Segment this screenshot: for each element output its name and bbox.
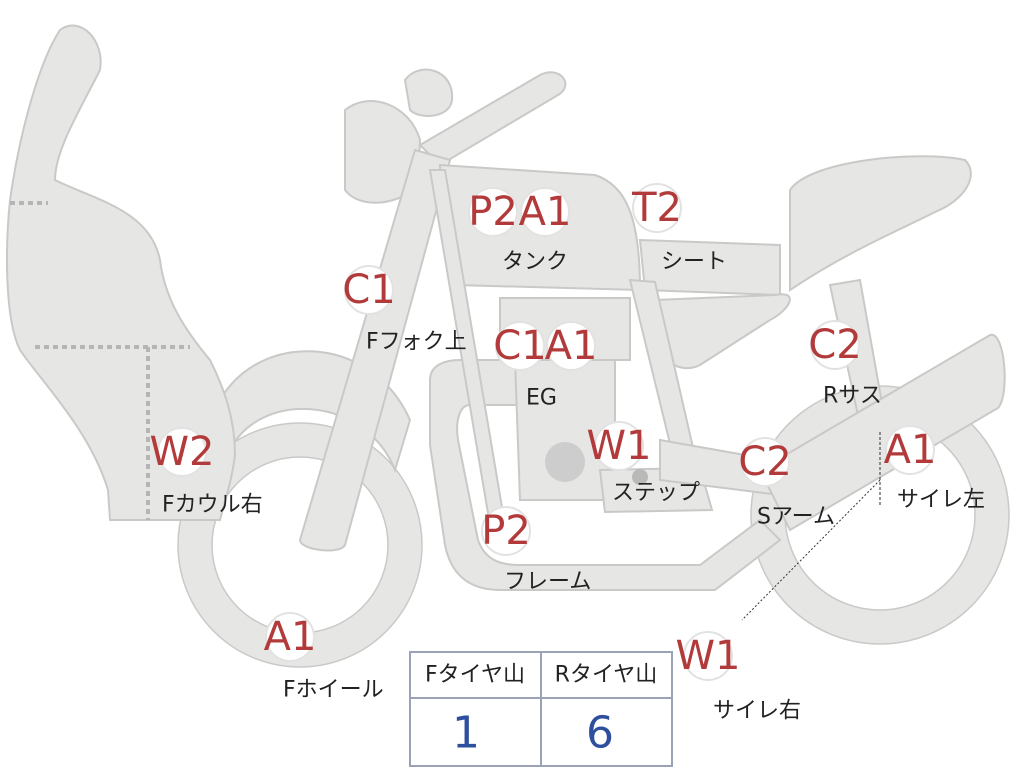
badge-code: P2 <box>481 508 531 554</box>
badge-step-w1: W1 <box>587 421 652 471</box>
label-muffler-left: サイレ左 <box>897 488 985 513</box>
badge-code: W1 <box>587 423 652 469</box>
seat-rear <box>789 155 972 292</box>
badge-code: A1 <box>545 323 598 369</box>
badge-code: C2 <box>738 439 791 485</box>
badge-code: A1 <box>884 427 937 473</box>
badge-code: W1 <box>676 633 741 679</box>
label-muffler-right: サイレ右 <box>713 699 801 724</box>
muffler <box>758 333 1006 532</box>
table-value-rear: 6 <box>586 708 614 759</box>
label-sarm: Sアーム <box>757 505 835 530</box>
badge-eg-c1: C1 <box>493 321 547 371</box>
badge-rsus-c2: C2 <box>808 320 862 370</box>
badge-code: T2 <box>631 185 682 231</box>
inspection-badges: P2 A1 T2 C1 C1 A1 C2 W2 <box>150 183 937 681</box>
engine-cover <box>545 442 585 482</box>
badge-muffler-left-a1: A1 <box>884 425 937 475</box>
badge-fcowl-w2: W2 <box>150 427 215 477</box>
label-fwheel: Fホイール <box>283 678 384 703</box>
leader-lines <box>741 432 881 621</box>
badge-seat-t2: T2 <box>631 183 682 233</box>
front-cowl <box>6 24 237 521</box>
label-frame: フレーム <box>504 570 591 595</box>
table-header-rear: Rタイヤ山 <box>555 663 658 688</box>
label-fcowl: Fカウル右 <box>162 493 263 518</box>
badge-code: A1 <box>264 614 317 660</box>
badge-code: W2 <box>150 429 215 475</box>
tire-tread-table: Fタイヤ山 Rタイヤ山 1 6 <box>409 651 673 767</box>
label-step: ステップ <box>612 481 700 506</box>
badge-code: C1 <box>493 323 546 369</box>
part-labels: タンク シート Fフォク上 EG Rサス Fカウル右 ステップ Sアーム サイレ… <box>162 250 985 724</box>
front-fork <box>298 148 452 552</box>
label-seat: シート <box>661 250 727 275</box>
badge-frame-p2: P2 <box>481 506 531 556</box>
meter <box>403 68 454 117</box>
label-tank: タンク <box>502 250 568 275</box>
badge-code: A1 <box>519 189 572 235</box>
badge-tank-p2: P2 <box>468 187 518 237</box>
badge-code: C1 <box>342 267 395 313</box>
badge-tank-a1: A1 <box>519 187 572 237</box>
handlebar <box>418 71 567 167</box>
tail-cowl <box>654 293 791 370</box>
badge-sarm-c2: C2 <box>738 437 792 487</box>
badge-ffork-c1: C1 <box>342 265 396 315</box>
badge-muffler-right-w1: W1 <box>676 631 741 681</box>
label-ffork: Fフォク上 <box>366 330 467 355</box>
table-value-front: 1 <box>452 708 480 759</box>
badge-code: P2 <box>468 189 518 235</box>
label-rsus: Rサス <box>823 384 882 409</box>
label-eg: EG <box>526 386 557 411</box>
badge-eg-a1: A1 <box>545 321 598 371</box>
badge-code: C2 <box>808 322 861 368</box>
table-header-front: Fタイヤ山 <box>425 663 525 688</box>
badge-fwheel-a1: A1 <box>264 612 317 662</box>
